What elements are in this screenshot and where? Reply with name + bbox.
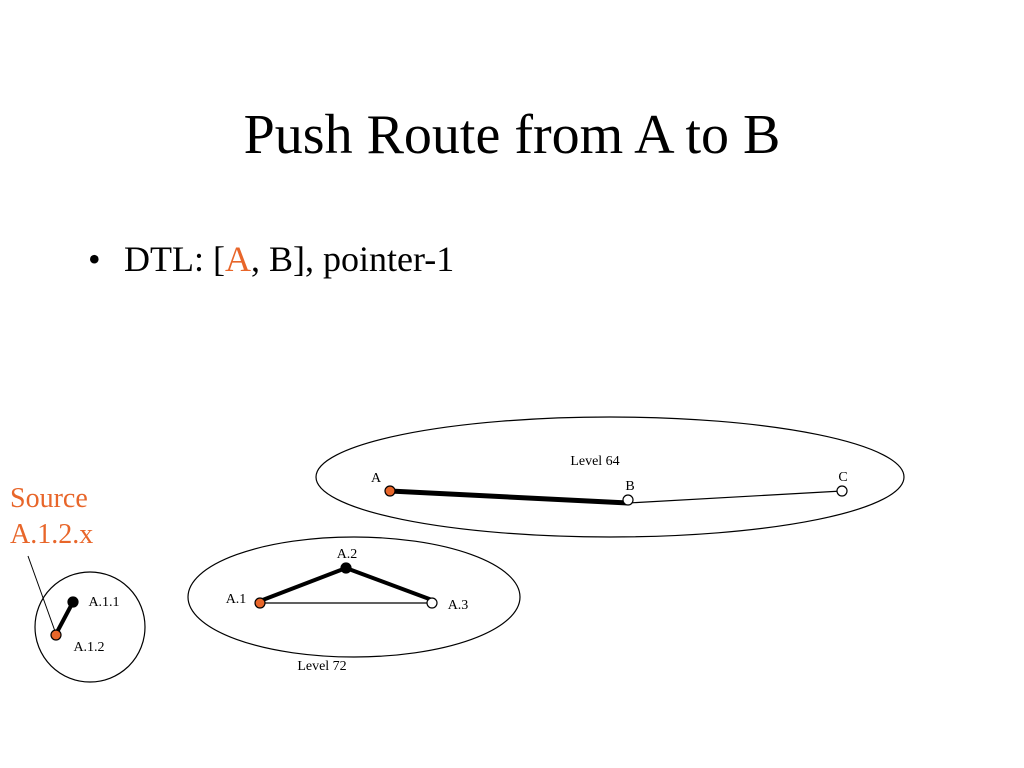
- edge-b-c: [627, 490, 843, 504]
- edge-a1-a2: [259, 566, 347, 603]
- node-a3-label: A.3: [448, 598, 469, 613]
- level-64-label: Level 64: [570, 454, 619, 469]
- bullet-suffix: , B], pointer-1: [250, 239, 455, 279]
- node-a12: [50, 629, 62, 641]
- bullet-marker: •: [88, 239, 101, 279]
- node-a1-label: A.1: [226, 592, 247, 607]
- level-72-region: [187, 536, 521, 658]
- bullet-highlight: A: [224, 239, 251, 279]
- node-a2-label: A.2: [337, 547, 358, 562]
- slide-title: Push Route from A to B: [243, 104, 781, 166]
- node-a2: [340, 562, 352, 574]
- node-b: [622, 494, 634, 506]
- node-a3: [426, 597, 438, 609]
- edge-a2-a3: [345, 566, 433, 602]
- bullet-item: • DTL: [A, B], pointer-1: [88, 236, 454, 282]
- edge-a12-a11: [54, 601, 75, 635]
- node-c-label: C: [838, 470, 847, 485]
- node-c: [836, 485, 848, 497]
- bullet-prefix: DTL: [: [124, 239, 225, 279]
- node-a11-label: A.1.1: [88, 595, 119, 610]
- source-label: Source A.1.2.x: [10, 481, 93, 553]
- node-a-label: A: [371, 471, 382, 486]
- source-pointer-line: [27, 555, 57, 635]
- edge-a-b-route: [389, 488, 629, 506]
- source-label-line2: A.1.2.x: [10, 519, 94, 550]
- node-a11: [67, 596, 79, 608]
- node-a: [384, 485, 396, 497]
- level-64-region: [315, 416, 905, 538]
- source-label-line1: Source: [10, 483, 88, 514]
- level-72-label: Level 72: [297, 659, 346, 674]
- node-b-label: B: [625, 479, 634, 494]
- level-a1-region: [34, 571, 146, 683]
- node-a1: [254, 597, 266, 609]
- node-a12-label: A.1.2: [73, 640, 104, 655]
